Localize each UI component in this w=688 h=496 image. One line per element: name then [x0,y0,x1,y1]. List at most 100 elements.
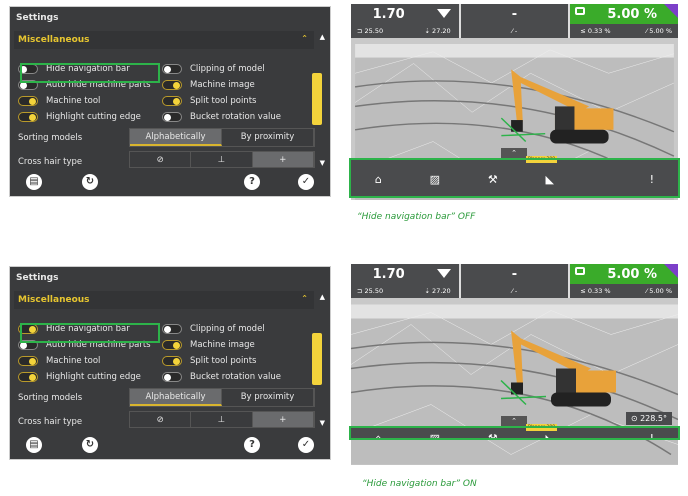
toggle-switch[interactable] [162,372,182,382]
help-icon[interactable]: ? [244,174,260,190]
crosshair-option[interactable]: ⊘ [130,152,192,167]
crosshair-option[interactable]: ⊥ [191,412,253,427]
target-elevation: ⊐ 25.50 [357,287,384,295]
option-row[interactable]: Split tool points [162,96,256,106]
option-row[interactable]: Machine image [162,80,255,90]
confirm-icon[interactable]: ✓ [298,174,314,190]
sorting-option[interactable]: By proximity [222,129,314,146]
settings-title: Settings [16,13,59,23]
option-row[interactable]: Auto hide machine parts [18,80,151,90]
section-header-miscellaneous[interactable]: Miscellaneous ⌃ [14,31,314,49]
option-label: Machine image [190,340,255,350]
option-label: Clipping of model [190,64,265,74]
3d-scene[interactable] [350,304,679,465]
option-row[interactable]: Split tool points [162,356,256,366]
option-label: Clipping of model [190,324,265,334]
bucket-icon[interactable]: ◣ [545,172,555,186]
slope-left: ≤ 0.33 % [580,27,611,35]
toggle-switch[interactable] [162,112,182,122]
option-row[interactable]: Highlight cutting edge [18,372,141,382]
toggle-switch[interactable] [162,356,182,366]
option-row[interactable]: Machine image [162,340,255,350]
toggle-switch[interactable] [18,96,38,106]
expand-nav-button[interactable]: ⌃ [501,148,527,158]
option-row[interactable]: Clipping of model [162,64,265,74]
caption: “Hide navigation bar” ON [362,479,477,489]
toggle-switch[interactable] [162,96,182,106]
cross-slope-box[interactable]: -⁄ - [460,264,569,298]
crosshair-segmented-control: ⊘⊥+ [129,151,315,168]
crosshair-option[interactable]: + [252,152,314,167]
scroll-up-arrow[interactable]: ▲ [319,293,325,301]
chevron-up-icon[interactable]: ⌃ [301,34,308,43]
cross-slope-value: - [511,7,518,22]
navigation-bar: ⌂ ▨ ⚒ ◣ ! [351,160,678,198]
sorting-option[interactable]: Alphabetically [130,389,222,406]
machine-icon[interactable]: ▨ [429,172,441,186]
toggle-switch[interactable] [18,356,38,366]
navbar-highlight-box [349,158,680,198]
warning-icon[interactable]: ! [649,172,655,186]
option-row[interactable]: Auto hide machine parts [18,340,151,350]
option-row[interactable]: Bucket rotation value [162,112,281,122]
toggle-switch[interactable] [18,340,38,350]
bucket-icon[interactable]: ◣ [545,431,555,439]
toggle-switch[interactable] [162,340,182,350]
cross-hair-type-label: Cross hair type [18,157,83,167]
scroll-down-arrow[interactable]: ▼ [319,159,325,167]
cross-slope-box[interactable]: -⁄ - [460,4,569,38]
toggle-switch[interactable] [18,112,38,122]
offset-elevation: ⇣ 27.20 [424,27,451,35]
crosshair-option[interactable]: ⊥ [191,152,253,167]
home-icon[interactable]: ⌂ [374,172,382,186]
grade-box[interactable]: 5.00 %≤ 0.33 %⁄ 5.00 % [570,4,679,38]
grade-icon [575,267,586,275]
alert-corner [664,4,679,18]
sorting-option[interactable]: By proximity [222,389,314,406]
option-row[interactable]: Highlight cutting edge [18,112,141,122]
machine-icon[interactable]: ▤ [26,174,42,190]
option-row[interactable]: Bucket rotation value [162,372,281,382]
reset-icon[interactable]: ↻ [82,174,98,190]
toggle-switch[interactable] [162,80,182,90]
dropdown-triangle-icon[interactable] [436,269,451,278]
scroll-down-arrow[interactable]: ▼ [319,419,325,427]
section-title: Miscellaneous [18,35,90,45]
option-row[interactable]: Machine tool [18,356,100,366]
home-icon[interactable]: ⌂ [374,431,382,439]
help-icon[interactable]: ? [244,437,260,453]
machine-icon[interactable]: ▨ [429,431,441,439]
dropdown-triangle-icon[interactable] [436,9,451,18]
confirm-icon[interactable]: ✓ [298,437,314,453]
tools-icon[interactable]: ⚒ [487,172,498,186]
crosshair-option[interactable]: + [252,412,314,427]
crosshair-option[interactable]: ⊘ [130,412,192,427]
toggle-switch[interactable] [18,372,38,382]
chevron-up-icon[interactable]: ⌃ [301,294,308,303]
scrollbar-thumb[interactable] [312,73,322,125]
grade-icon [575,7,586,15]
grade-box[interactable]: 5.00 %≤ 0.33 %⁄ 5.00 % [570,264,679,298]
toggle-switch[interactable] [162,64,182,74]
elevation-box[interactable]: 1.70⊐ 25.50⇣ 27.20 [351,264,459,298]
tools-icon[interactable]: ⚒ [487,431,498,439]
option-row[interactable]: Clipping of model [162,324,265,334]
toggle-switch[interactable] [18,80,38,90]
sorting-option[interactable]: Alphabetically [130,129,222,146]
scrollbar-thumb[interactable] [312,333,322,385]
heading-value: 228.5° [640,414,667,423]
scroll-up-arrow[interactable]: ▲ [319,33,325,41]
elevation-box[interactable]: 1.70⊐ 25.50⇣ 27.20 [351,4,459,38]
option-label: Bucket rotation value [190,112,282,122]
heading-readout: ⊙ 228.5° [625,412,672,425]
warning-icon[interactable]: ! [649,431,655,439]
excavator-icon [511,69,614,144]
section-header-miscellaneous[interactable]: Miscellaneous⌃ [14,291,314,309]
option-row[interactable]: Machine tool [18,96,100,106]
toggle-switch[interactable] [162,324,182,334]
machine-icon[interactable]: ▤ [26,437,42,453]
reset-icon[interactable]: ↻ [82,437,98,453]
expand-nav-button[interactable]: ⌃ [501,416,527,426]
